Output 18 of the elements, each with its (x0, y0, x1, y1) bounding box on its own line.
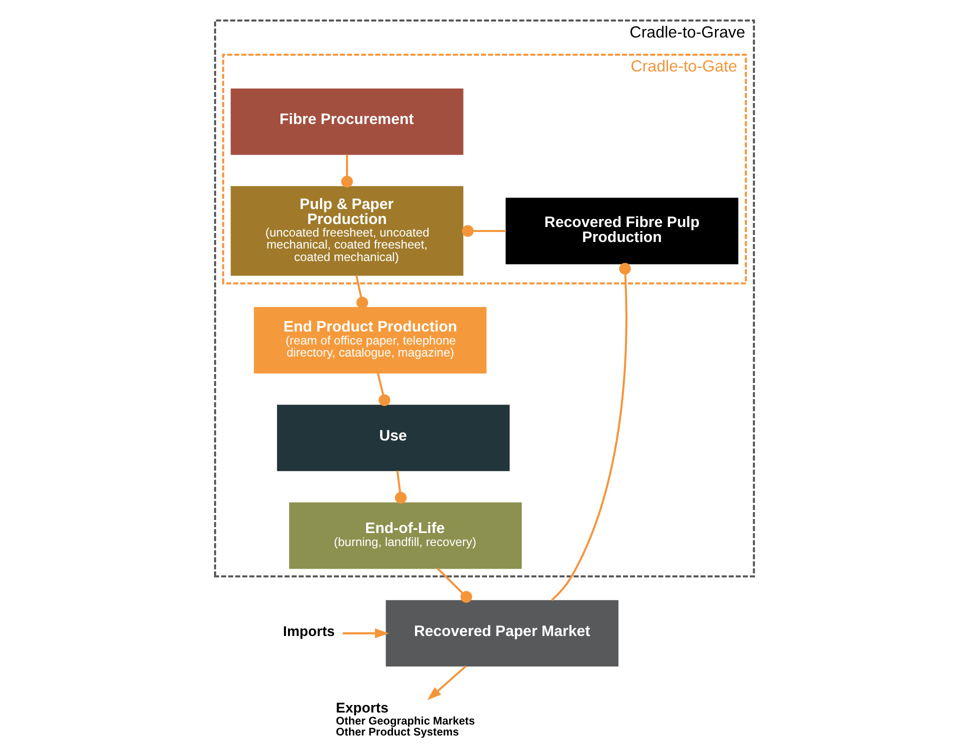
node-box: Recovered Paper Market (386, 600, 618, 667)
connector (436, 568, 472, 603)
node-text: Imports (283, 623, 335, 640)
arrow (342, 628, 390, 638)
node-box: Pulp & Paper Production (uncoated freesheet, uncoated mechanical, coated freesheet, coated mechanical) (230, 186, 464, 276)
arrow (427, 666, 467, 700)
node-box: Recovered Fibre Pulp Production (506, 198, 738, 264)
node-box: Fibre Procurement (230, 88, 464, 155)
node-box: Use (277, 404, 510, 472)
connector (376, 372, 390, 406)
connector (551, 262, 631, 602)
connector (341, 154, 353, 188)
connector (394, 470, 407, 504)
node-text: Exports Other Geographic Markets Other Product Systems (336, 700, 475, 738)
connector (462, 225, 506, 237)
node-box: End-of-Life (burning, landfill, recovery) (289, 502, 522, 569)
node-box: End Product Production (ream of office paper, telephone directory, catalogue, magazine) (254, 307, 487, 374)
connector (355, 275, 368, 308)
